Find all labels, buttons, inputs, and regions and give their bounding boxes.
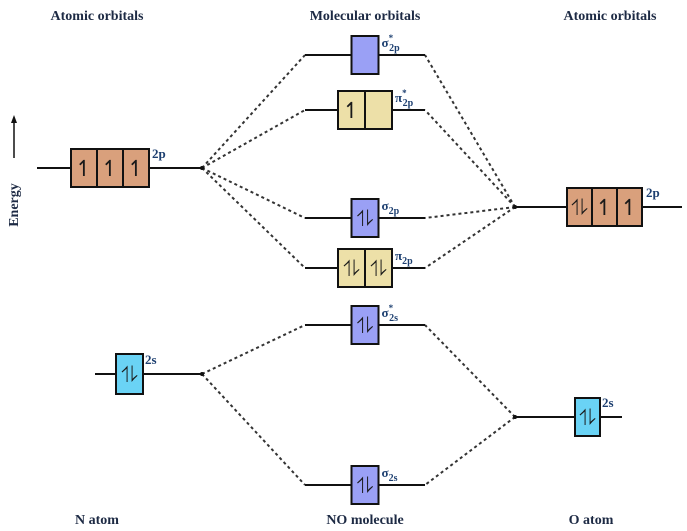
junction-node xyxy=(200,166,204,170)
n2s-to-sigma-star-2s xyxy=(201,324,306,375)
electron-up-icon: ↿ xyxy=(127,157,145,182)
sigma-2s-label: σ2s xyxy=(382,465,398,484)
pi-2p-label: π2p xyxy=(395,248,413,267)
electron-pair-icon: ⥮ xyxy=(344,257,360,282)
sigma-2p-box: ⥮ xyxy=(350,198,380,238)
o-2p-box-cell-3 xyxy=(616,187,643,227)
sigma-star-2s-box: ⥮ xyxy=(350,305,380,345)
o-2s-box-cell-1 xyxy=(574,397,601,437)
sigma-2p-label: σ2p xyxy=(382,198,400,217)
o2s-to-sigma-2s xyxy=(424,416,516,486)
header-right-atomic-orbitals: Atomic orbitals xyxy=(564,9,657,24)
electron-pair-icon: ⥮ xyxy=(580,406,596,431)
electron-up-icon: ↿ xyxy=(101,157,119,182)
electron-pair-icon: ⥮ xyxy=(357,314,373,339)
o2s-to-sigma-star-2s xyxy=(424,324,516,418)
sigma-2s-box-cell-1 xyxy=(350,465,380,505)
n-2s-label: 2s xyxy=(145,352,157,367)
sigma-2s-box: ⥮ xyxy=(350,465,380,505)
footer-o-atom: O atom xyxy=(569,513,614,528)
n-2p-box: ↿ ↿ ↿ xyxy=(70,148,150,188)
electron-pair-icon: ⥮ xyxy=(357,207,373,232)
junction-node xyxy=(513,205,517,209)
pi-star-2p-box: ↿ xyxy=(337,90,393,130)
orbital-labels: 2p 2s 2p 2s σ*2p π*2p σ2p π2p σ*2s σ2s xyxy=(145,33,660,484)
n-2s-box: ⥮ xyxy=(115,353,144,395)
electron-up-icon: ↿ xyxy=(75,157,93,182)
o-2p-box: ⥮ ↿ ↿ xyxy=(566,187,643,227)
o-2s-box: ⥮ xyxy=(574,397,601,437)
electron-up-icon: ↿ xyxy=(342,99,360,124)
electron-pair-icon: ⥮ xyxy=(371,257,387,282)
energy-axis: Energy xyxy=(7,115,22,227)
electron-pair-icon: ⥮ xyxy=(122,363,138,388)
pi-2p-box: ⥮⥮ xyxy=(337,248,393,288)
energy-axis-label: Energy xyxy=(7,183,22,227)
energy-arrowhead-icon xyxy=(11,115,17,123)
correlation-lines xyxy=(201,54,516,486)
footer-no-molecule: NO molecule xyxy=(326,513,403,528)
electron-up-icon: ↿ xyxy=(620,196,638,221)
sigma-star-2s-box-cell-1 xyxy=(350,305,380,345)
pi-star-2p-box-cell-1 xyxy=(337,90,366,130)
n-2p-box-cell-3 xyxy=(122,148,150,188)
electron-pair-icon: ⥮ xyxy=(357,474,373,499)
n2p-to-pi-2p xyxy=(201,167,306,269)
orbital-boxes: ↿↿↿⥮⥮↿↿⥮↿⥮⥮⥮⥮⥮ xyxy=(70,35,643,505)
sigma-2p-box-cell-1 xyxy=(350,198,380,238)
n2p-to-pi-star-2p xyxy=(201,109,306,169)
o2p-to-sigma-2p xyxy=(424,206,516,219)
junction-node xyxy=(200,372,204,376)
pi-2p-box-cell-1 xyxy=(337,248,366,288)
footer-n-atom: N atom xyxy=(75,513,119,528)
o2p-to-sigma-star-2p xyxy=(424,54,516,208)
sigma-star-2p-label: σ*2p xyxy=(382,33,401,54)
o-2p-label: 2p xyxy=(646,185,660,200)
sigma-star-2p-box xyxy=(350,35,380,75)
o2p-to-pi-star-2p xyxy=(424,109,516,208)
o-2s-label: 2s xyxy=(602,395,614,410)
o-2p-box-cell-1 xyxy=(566,187,593,227)
n2s-to-sigma-2s xyxy=(201,373,306,486)
pi-star-2p-label: π*2p xyxy=(395,88,414,109)
o2p-to-pi-2p xyxy=(424,206,516,269)
n2p-to-sigma-star-2p xyxy=(201,54,306,169)
electron-pair-icon: ⥮ xyxy=(572,196,588,221)
electron-up-icon: ↿ xyxy=(595,196,613,221)
header-molecular-orbitals: Molecular orbitals xyxy=(310,9,421,24)
junction-node xyxy=(513,415,517,419)
n-2p-label: 2p xyxy=(152,146,166,161)
pi-2p-box-cell-2 xyxy=(364,248,393,288)
sigma-star-2s-label: σ*2s xyxy=(382,303,399,324)
n-2s-box-cell-1 xyxy=(115,353,144,395)
n-2p-box-cell-2 xyxy=(96,148,124,188)
pi-star-2p-box-cell-2 xyxy=(364,90,393,130)
sigma-star-2p-box-cell-1 xyxy=(350,35,380,75)
header-left-atomic-orbitals: Atomic orbitals xyxy=(51,9,144,24)
n2p-to-sigma-2p xyxy=(201,167,306,219)
